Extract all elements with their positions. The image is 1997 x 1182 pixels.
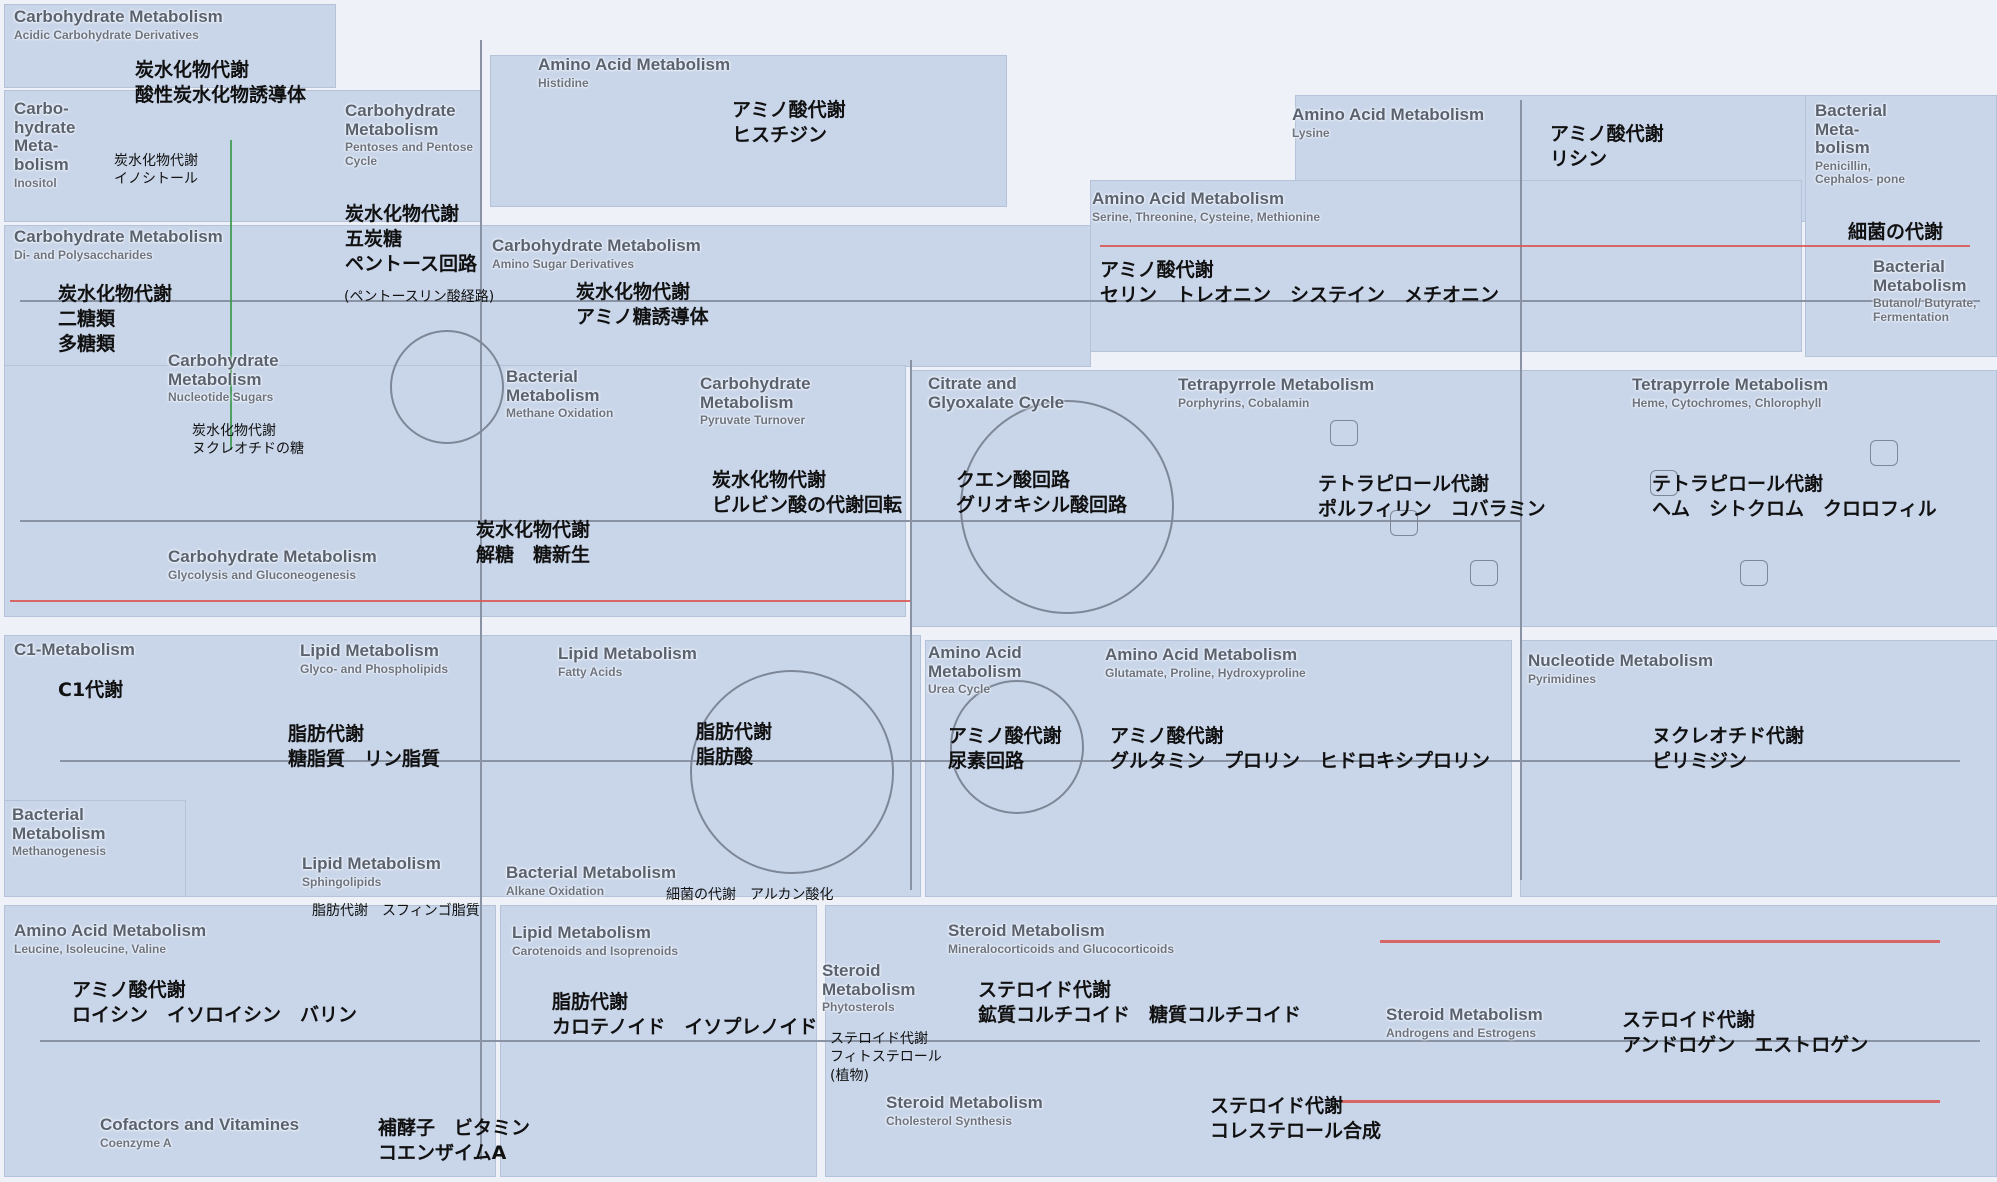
jp-label: アミノ酸代謝 リシン [1550,123,1664,171]
pathway-line [1520,100,1522,880]
jp-label: ステロイド代謝 鉱質コルチコイド 糖質コルチコイド [978,979,1302,1027]
jp-label: テトラピロール代謝 ポルフィリン コバラミン [1318,473,1546,521]
pathway-red-line [10,600,910,602]
jp-label: 脂肪代謝 脂肪酸 [696,721,773,769]
jp-label: C1代謝 [58,679,124,701]
jp-label: アミノ酸代謝 ヒスチジン [732,99,846,147]
jp-label: 炭水化物代謝 酸性炭水化物誘導体 [135,59,307,107]
pathway-line [40,1040,1980,1042]
pathway-red-line [1340,1100,1940,1103]
jp-label: 脂肪代謝 糖脂質 リン脂質 [288,723,441,771]
porphyrin-ring-icon [1470,560,1498,586]
urea-cycle-ring [950,680,1084,814]
porphyrin-ring-icon [1870,440,1898,466]
jp-label: ステロイド代謝 アンドロゲン エストロゲン [1622,1009,1869,1057]
jp-label: ステロイド代謝 コレステロール合成 [1210,1095,1382,1143]
jp-label: 細菌の代謝 [1848,221,1944,243]
jp-label: アミノ酸代謝 ロイシン イソロイシン バリン [72,979,358,1027]
jp-label: ヌクレオチド代謝 ピリミジン [1652,725,1805,773]
jp-label: テトラピロール代謝 ヘム シトクロム クロロフィル [1652,473,1937,521]
region-acidic-carbohydrates [4,4,336,88]
region-bacterial-top-right [1805,95,1997,357]
region-inositol-pentose [4,90,481,222]
pentose-cycle-ring [390,330,504,444]
jp-label: 補酵子 ビタミン コエンザイムA [378,1117,531,1165]
jp-label: アミノ酸代謝 グルタミン プロリン ヒドロキシプロリン [1110,725,1491,773]
jp-label: ステロイド代謝 フィトステロール (植物) [830,1031,942,1084]
porphyrin-ring-icon [1740,560,1768,586]
jp-label: アミノ酸代謝 尿素回路 [948,725,1062,773]
porphyrin-ring-icon [1390,510,1418,536]
jp-label: クエン酸回路 グリオキシル酸回路 [956,469,1128,517]
jp-label: 炭水化物代謝 解糖 糖新生 [476,519,591,567]
en-label: Citrate and Glyoxalate Cycle [928,374,1065,412]
jp-label: (ペントースリン酸経路) [344,289,495,305]
jp-label: 炭水化物代謝 二糖類 多糖類 [58,283,173,356]
pathway-red-line [1100,245,1970,247]
region-serine-threonine [1090,180,1802,352]
pathway-green-line [230,140,232,450]
fatty-acid-cycle-ring [690,670,894,874]
region-nucleotide [1520,640,1997,897]
pathway-line [20,520,1520,522]
citrate-cycle-ring [960,400,1174,614]
region-disaccharides-amino-sugars [4,225,1091,367]
jp-label: 炭水化物代謝 五炭糖 ペントース回路 [345,203,478,276]
jp-label: 脂肪代謝 スフィンゴ脂質 [312,903,480,919]
pathway-red-line [1380,940,1940,943]
region-histidine [490,55,1007,207]
region-bacterial-left [4,800,186,897]
jp-label: 炭水化物代謝 イノシトール [114,153,198,188]
porphyrin-ring-icon [1650,470,1678,496]
jp-label: 炭水化物代謝 アミノ糖誘導体 [576,281,709,329]
jp-label: 炭水化物代謝 ピルビン酸の代謝回転 [712,469,903,517]
en-label: C1-Metabolism [14,640,135,659]
pathway-line [910,360,912,890]
jp-label: 脂肪代謝 カロテノイド イソプレノイド [552,991,818,1039]
jp-label: アミノ酸代謝 セリン トレオニン システイン メチオニン [1100,259,1500,307]
jp-label: 炭水化物代謝 ヌクレオチドの糖 [192,423,304,458]
porphyrin-ring-icon [1330,420,1358,446]
pathway-line [20,300,1980,302]
jp-label: 細菌の代謝 アルカン酸化 [666,887,834,903]
